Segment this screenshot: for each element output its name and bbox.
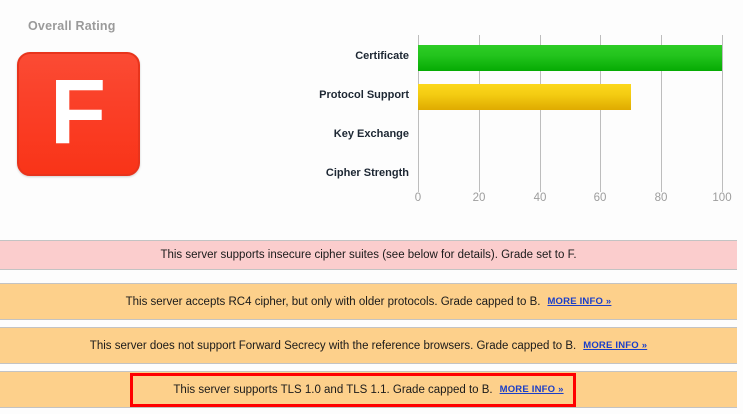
chart-gridline: [661, 35, 662, 192]
chart-category-label: Key Exchange: [333, 128, 409, 140]
chart-plot-area: [418, 35, 723, 192]
alert-error: This server supports insecure cipher sui…: [0, 240, 737, 270]
chart-gridline: [722, 35, 723, 192]
chart-category-label: Certificate: [355, 50, 409, 62]
chart-tick-label: 0: [414, 192, 422, 204]
chart-gridline: [479, 35, 480, 192]
alert-warning: This server does not support Forward Sec…: [0, 327, 737, 364]
chart-tick-label: 100: [712, 192, 732, 204]
chart-category-label: Cipher Strength: [325, 167, 409, 179]
chart-tick-label: 20: [472, 192, 486, 204]
overall-grade-badge: F: [17, 52, 140, 176]
chart-tick-label: 80: [654, 192, 668, 204]
alert-warning: This server supports TLS 1.0 and TLS 1.1…: [0, 371, 737, 408]
chart-x-axis: 0 20 40 60 80 100: [414, 192, 732, 212]
chart-gridline: [540, 35, 541, 192]
alert-warning: This server accepts RC4 cipher, but only…: [0, 283, 737, 320]
more-info-link[interactable]: MORE INFO »: [499, 384, 564, 395]
alert-message: This server accepts RC4 cipher, but only…: [125, 295, 541, 308]
alert-message: This server supports insecure cipher sui…: [160, 249, 577, 261]
chart-bar: [418, 45, 722, 71]
more-info-link[interactable]: MORE INFO »: [583, 340, 648, 351]
page-title: Overall Rating: [28, 19, 116, 33]
alert-message: This server does not support Forward Sec…: [89, 339, 577, 352]
chart-tick-label: 60: [593, 192, 607, 204]
chart-tick-label: 40: [533, 192, 547, 204]
chart-gridline: [600, 35, 601, 192]
chart-gridline: [418, 35, 419, 192]
chart-category-label: Protocol Support: [319, 89, 409, 101]
more-info-link[interactable]: MORE INFO »: [547, 296, 612, 307]
grade-letter: F: [49, 61, 106, 163]
alert-message: This server supports TLS 1.0 and TLS 1.1…: [173, 383, 493, 396]
chart-bar: [418, 84, 631, 110]
